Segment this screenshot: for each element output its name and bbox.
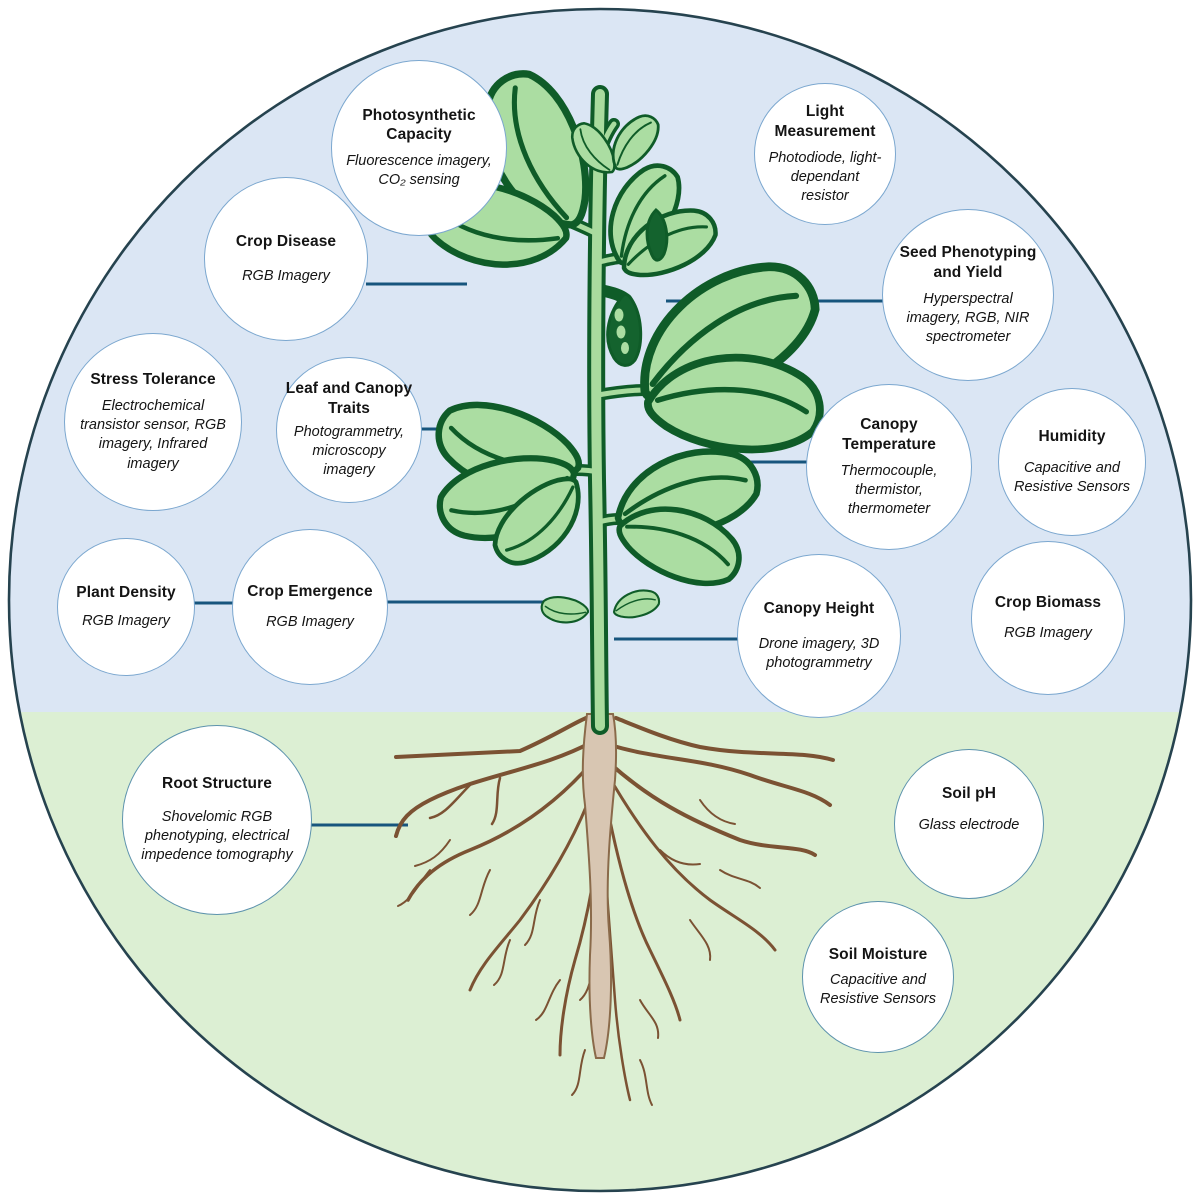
node-title: Photosynthetic Capacity [362, 106, 476, 144]
outer-circle-outline [7, 7, 1193, 1193]
node-crop-emergence: Crop Emergence RGB Imagery [232, 529, 388, 685]
node-title: Stress Tolerance [90, 371, 216, 389]
node-method: Photogrammetry, microscopy imagery [293, 424, 405, 479]
node-seed-phenotyping-and-yield: Seed Phenotyping and Yield Hyperspectral… [882, 209, 1054, 381]
node-humidity: Humidity Capacitive and Resistive Sensor… [998, 388, 1146, 536]
leaves [414, 62, 834, 629]
node-method: Photodiode, light-dependant resistor [768, 149, 882, 204]
node-title: Plant Density [76, 583, 176, 601]
node-root-structure: Root Structure Shovelomic RGB phenotypin… [122, 725, 312, 915]
node-photosynthetic-capacity: Photosynthetic Capacity Fluorescence ima… [331, 60, 507, 236]
node-title: Soil Moisture [828, 945, 928, 963]
node-title: Crop Disease [235, 232, 337, 250]
node-title: Soil pH [941, 785, 997, 802]
node-stress-tolerance: Stress Tolerance Electrochemical transis… [64, 333, 242, 511]
node-title: Seed Phenotyping and Yield [899, 243, 1037, 281]
node-method: Drone imagery, 3D photogrammetry [758, 635, 880, 671]
node-title: Light Measurement [774, 102, 876, 140]
node-title: Canopy Height [763, 599, 875, 617]
plant-illustration [414, 62, 834, 735]
node-method: Shovelomic RGB phenotyping, electrical i… [141, 809, 293, 864]
node-method: RGB Imagery [82, 613, 170, 630]
node-title: Crop Biomass [994, 593, 1102, 611]
node-canopy-temperature: Canopy Temperature Thermocouple, thermis… [806, 384, 972, 550]
node-soil-ph: Soil pH Glass electrode [894, 749, 1044, 899]
soil-mound-right [614, 716, 835, 762]
node-light-measurement: Light Measurement Photodiode, light-depe… [754, 83, 896, 225]
node-method: RGB Imagery [266, 614, 354, 631]
node-title: Root Structure [162, 775, 272, 793]
node-leaf-and-canopy-traits: Leaf and Canopy Traits Photogrammetry, m… [276, 357, 422, 503]
node-title: Canopy Temperature [842, 415, 936, 453]
node-soil-moisture: Soil Moisture Capacitive and Resistive S… [802, 901, 954, 1053]
node-crop-disease: Crop Disease RGB Imagery [204, 177, 368, 341]
node-method: Electrochemical transistor sensor, RGB i… [80, 398, 226, 472]
node-method: Glass electrode [918, 816, 1020, 833]
node-plant-density: Plant Density RGB Imagery [57, 538, 195, 676]
dark-leaflet [645, 207, 669, 262]
node-method: Capacitive and Resistive Sensors [1013, 459, 1131, 495]
stem-core [591, 89, 605, 731]
node-title: Leaf and Canopy Traits [285, 380, 413, 418]
node-title: Humidity [1038, 427, 1106, 445]
node-crop-biomass: Crop Biomass RGB Imagery [971, 541, 1125, 695]
node-title: Crop Emergence [247, 582, 373, 600]
node-method: Fluorescence imagery, CO₂ sensing [346, 153, 492, 189]
node-method: RGB Imagery [242, 268, 330, 285]
node-method: Hyperspectral imagery, RGB, NIR spectrom… [906, 290, 1030, 345]
tap-root [581, 713, 618, 1059]
node-method: Thermocouple, thermistor, thermometer [840, 462, 938, 517]
node-method: RGB Imagery [1004, 625, 1092, 642]
node-canopy-height: Canopy Height Drone imagery, 3D photogra… [737, 554, 901, 718]
seed-pod [606, 293, 643, 367]
soil-mound-left [394, 716, 588, 759]
node-method: Capacitive and Resistive Sensors [819, 971, 937, 1007]
